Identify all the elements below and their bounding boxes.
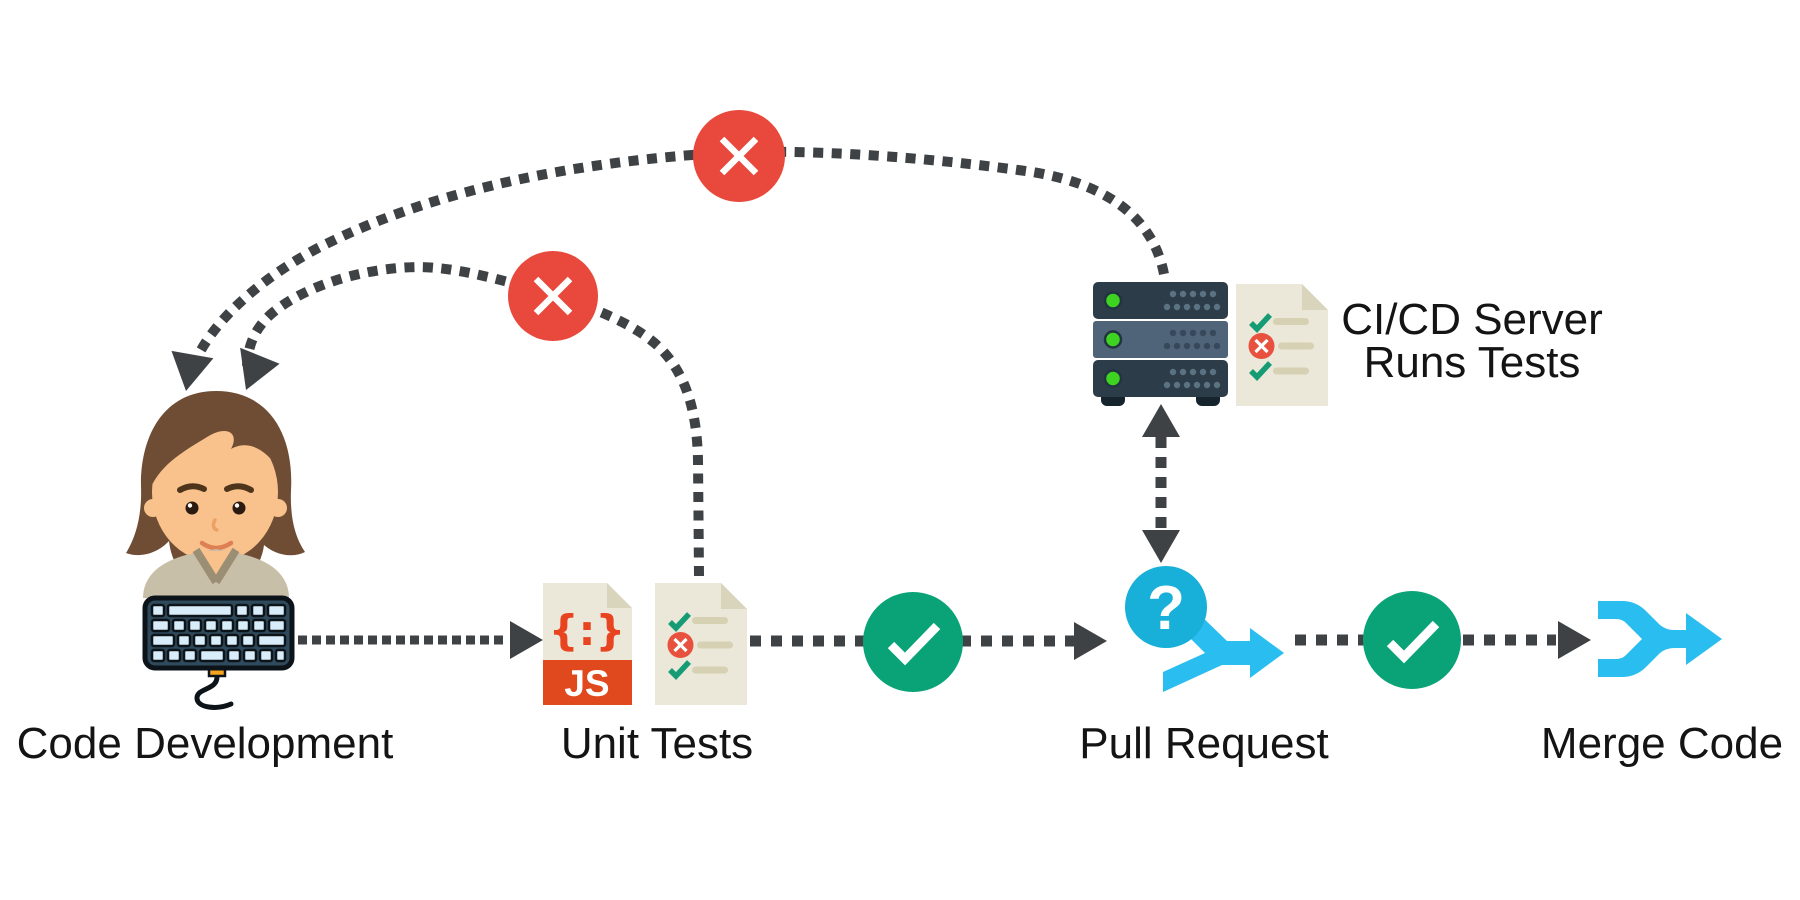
- arrowhead-to-merge: [1558, 621, 1591, 659]
- keyboard-icon: [142, 595, 295, 710]
- pull-request-icon: ?: [1125, 566, 1284, 692]
- pass-badge-unittests: [863, 592, 963, 692]
- avatar-nose: [211, 518, 219, 532]
- arrowhead-to-developer-1: [165, 350, 214, 395]
- fail-badge-middle: [508, 251, 598, 341]
- arrowhead-to-developer-2: [226, 347, 280, 398]
- connector-code-to-unittests: [298, 621, 543, 659]
- server-leds: [1103, 291, 1123, 388]
- developer-avatar: [126, 391, 305, 598]
- connector-pr-server: [1142, 404, 1180, 563]
- avatar-eyes: [185, 501, 246, 515]
- server-vents-bottom: [1163, 368, 1221, 389]
- pass-badge-merge: [1363, 591, 1461, 689]
- avatar-eyebrows: [177, 483, 254, 493]
- server-report-icon: [1236, 284, 1328, 406]
- js-file-badge: JS: [564, 663, 609, 704]
- server-vents-top: [1163, 290, 1221, 311]
- avatar-collar: [192, 547, 240, 585]
- merge-code-icon: [1598, 601, 1722, 677]
- avatar-mouth: [199, 540, 234, 551]
- server-icon: [1093, 282, 1228, 406]
- arrowhead-to-unittests: [510, 621, 543, 659]
- avatar-fringe: [151, 398, 287, 487]
- pr-question-circle: [1125, 566, 1207, 648]
- server-vents-mid: [1163, 329, 1221, 350]
- label-cicd-server-line1: CI/CD Server: [1341, 295, 1603, 344]
- label-merge-code: Merge Code: [1541, 719, 1783, 768]
- feedback-curve-tests-to-dev: [226, 261, 704, 577]
- js-file-icon: {:} JS: [543, 583, 632, 705]
- arrowhead-to-pr: [1074, 622, 1107, 660]
- js-file-glyph: {:}: [549, 606, 626, 655]
- question-mark-icon: ?: [1147, 574, 1185, 643]
- avatar-face: [152, 422, 278, 562]
- label-code-development: Code Development: [17, 719, 394, 768]
- fail-badge-top: [693, 110, 785, 202]
- arrowhead-to-server: [1142, 404, 1180, 437]
- arrowhead-to-pullrequest: [1142, 530, 1180, 563]
- test-report-icon: [655, 583, 747, 705]
- label-pull-request: Pull Request: [1079, 719, 1328, 768]
- label-unit-tests: Unit Tests: [561, 719, 753, 768]
- label-cicd-server-line2: Runs Tests: [1364, 338, 1581, 387]
